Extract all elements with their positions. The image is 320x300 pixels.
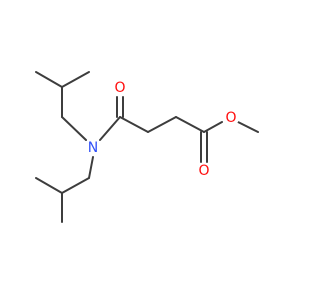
- atom-label-nitrogen: N: [88, 140, 98, 156]
- bond-ester-o-methyl: [237, 121, 259, 133]
- bond-methyl-a-lower: [35, 177, 63, 194]
- atom-nitrogen: N: [85, 140, 101, 156]
- atom-label-oxygen: O: [225, 110, 236, 126]
- bond-ch2-n-upper: [61, 116, 87, 141]
- atom-oxygen-ester-single: O: [223, 110, 239, 126]
- atom-labels: O N O O: [85, 80, 239, 179]
- bond-ester-c-o: [203, 121, 223, 133]
- atom-oxygen-ester-carbonyl: O: [196, 163, 212, 179]
- bond-chain-1: [119, 116, 149, 133]
- atom-oxygen-amide: O: [112, 80, 128, 96]
- bond-methyl-a-upper: [35, 71, 63, 88]
- bond-skeleton: [35, 71, 259, 223]
- bond-ch2-branch-lower: [61, 177, 90, 194]
- molecule-structure-diagram: O N O O: [35, 71, 259, 223]
- bond-methyl-b-upper: [61, 71, 90, 88]
- atom-label-oxygen: O: [198, 163, 209, 179]
- bond-chain-3: [175, 116, 205, 133]
- bond-chain-2: [147, 116, 177, 133]
- bond-n-ch2-lower: [88, 156, 94, 179]
- bond-n-carbonyl: [99, 116, 121, 141]
- atom-label-oxygen: O: [114, 80, 125, 96]
